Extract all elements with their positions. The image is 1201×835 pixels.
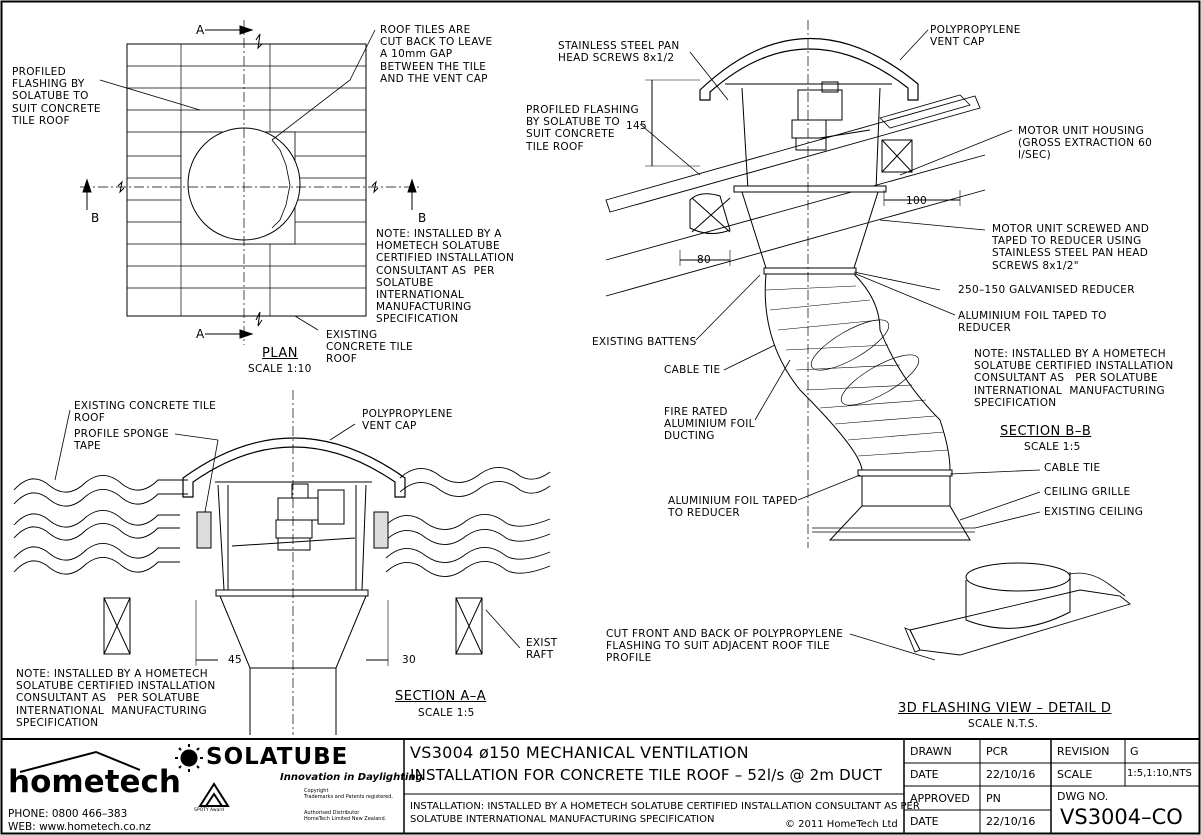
installation-note: INSTALLATION: INSTALLED BY A HOMETECH SO…: [410, 801, 920, 825]
bb-cap-label: POLYPROPYLENE VENT CAP: [930, 24, 1021, 49]
dwg-label: DWG NO.: [1057, 790, 1109, 803]
scale-value: 1:5,1:10,NTS: [1127, 768, 1192, 779]
scale-label: SCALE: [1057, 768, 1093, 781]
section-aa-drawing: [13, 390, 551, 735]
plan-title: PLAN: [262, 346, 298, 361]
bb-grille-label: CEILING GRILLE: [1044, 486, 1131, 498]
award-text: SPOTY Award: [194, 808, 225, 813]
aa-title: SECTION A–A: [395, 689, 487, 704]
aa-scale: SCALE 1:5: [418, 707, 475, 719]
aa-dim-left: 45: [228, 654, 242, 666]
bb-battens-label: EXISTING BATTENS: [592, 336, 697, 348]
date2-value: 22/10/16: [986, 815, 1036, 828]
award-icon: [198, 782, 230, 807]
date2-label: DATE: [910, 815, 939, 828]
bb-foil-reducer2-label: ALUMINIUM FOIL TAPED TO REDUCER: [668, 495, 798, 520]
date-label: DATE: [910, 768, 939, 781]
bb-cable-tie-label: CABLE TIE: [664, 364, 721, 376]
approved-label: APPROVED: [910, 792, 970, 805]
aa-note: NOTE: INSTALLED BY A HOMETECH SOLATUBE C…: [16, 668, 216, 729]
aa-sponge-label: PROFILE SPONGE TAPE: [74, 428, 169, 453]
solatube-logo: SOLATUBE: [206, 744, 349, 770]
bb-dim-145: 145: [626, 120, 647, 132]
revision-value: G: [1130, 745, 1139, 758]
bb-note: NOTE: INSTALLED BY A HOMETECH SOLATUBE C…: [974, 348, 1174, 409]
bb-screws-label: STAINLESS STEEL PAN HEAD SCREWS 8x1/2: [558, 40, 680, 65]
drawn-label: DRAWN: [910, 745, 952, 758]
bb-flashing-label: PROFILED FLASHING BY SOLATUBE TO SUIT CO…: [526, 104, 639, 153]
bb-title: SECTION B–B: [1000, 424, 1092, 439]
section-bb-drawing: [605, 20, 1041, 548]
bb-dim-100: 100: [906, 195, 927, 207]
aa-dim-right: 30: [402, 654, 416, 666]
drawn-value: PCR: [986, 745, 1008, 758]
plan-note: NOTE: INSTALLED BY A HOMETECH SOLATUBE C…: [376, 228, 515, 326]
bb-scale: SCALE 1:5: [1024, 441, 1081, 453]
solatube-tagline: Innovation in Daylighting: [280, 772, 423, 783]
aa-roof-label: EXISTING CONCRETE TILE ROOF: [74, 400, 217, 425]
plan-section-b-left: B: [91, 211, 100, 225]
plan-drawing: [80, 20, 420, 345]
detail-d-title: 3D FLASHING VIEW – DETAIL D: [898, 701, 1112, 716]
approved-value: PN: [986, 792, 1001, 805]
copyright-notice: © 2011 HomeTech Ltd: [785, 819, 898, 830]
bb-ducting-label: FIRE RATED ALUMINIUM FOIL DUCTING: [664, 406, 755, 443]
title-block-lines: [2, 738, 1199, 834]
plan-scale: SCALE 1:10: [248, 363, 312, 375]
bb-dim-80: 80: [697, 254, 711, 266]
copyright-text: Copyright Trademarks and Patents registe…: [304, 788, 393, 800]
drawing-title-line2: INSTALLATION FOR CONCRETE TILE ROOF – 52…: [410, 766, 883, 784]
aa-cap-label: POLYPROPYLENE VENT CAP: [362, 408, 453, 433]
plan-flashing-label: PROFILED FLASHING BY SOLATUBE TO SUIT CO…: [12, 66, 101, 127]
bb-foil-reducer-label: ALUMINIUM FOIL TAPED TO REDUCER: [958, 310, 1107, 335]
solatube-sun-icon: [175, 744, 203, 772]
drawing-title-line1: VS3004 ø150 MECHANICAL VENTILATION: [410, 743, 749, 762]
plan-section-a-top: A: [196, 23, 205, 37]
bb-ceiling-label: EXISTING CEILING: [1044, 506, 1144, 518]
distributor-text: Authorised Distributor HomeTech Limited …: [304, 810, 387, 822]
hometech-roof-icon: [19, 750, 141, 773]
detail-d-scale: SCALE N.T.S.: [968, 718, 1039, 730]
revision-label: REVISION: [1057, 745, 1110, 758]
plan-tiles-label: ROOF TILES ARE CUT BACK TO LEAVE A 10mm …: [380, 24, 493, 85]
dwg-value: VS3004–CO: [1060, 805, 1183, 829]
date-value: 22/10/16: [986, 768, 1036, 781]
bb-motor-label: MOTOR UNIT HOUSING (GROSS EXTRACTION 60 …: [1018, 125, 1153, 162]
bb-screwed-label: MOTOR UNIT SCREWED AND TAPED TO REDUCER …: [992, 223, 1150, 272]
hometech-web: WEB: www.hometech.co.nz: [8, 821, 151, 833]
bb-reducer-label: 250–150 GALVANISED REDUCER: [958, 284, 1135, 296]
hometech-logo: hometech: [8, 764, 181, 800]
plan-section-b-right: B: [418, 211, 427, 225]
detail-d-label: CUT FRONT AND BACK OF POLYPROPYLENE FLAS…: [606, 628, 844, 665]
hometech-phone: PHONE: 0800 466–383: [8, 808, 128, 820]
plan-section-a-bottom: A: [196, 327, 205, 341]
bb-cable-tie2-label: CABLE TIE: [1044, 462, 1101, 474]
aa-rafters-label: EXIST RAFT: [526, 637, 558, 662]
plan-existing-label: EXISTING CONCRETE TILE ROOF: [326, 329, 413, 366]
detail-d-drawing: [849, 562, 1131, 661]
